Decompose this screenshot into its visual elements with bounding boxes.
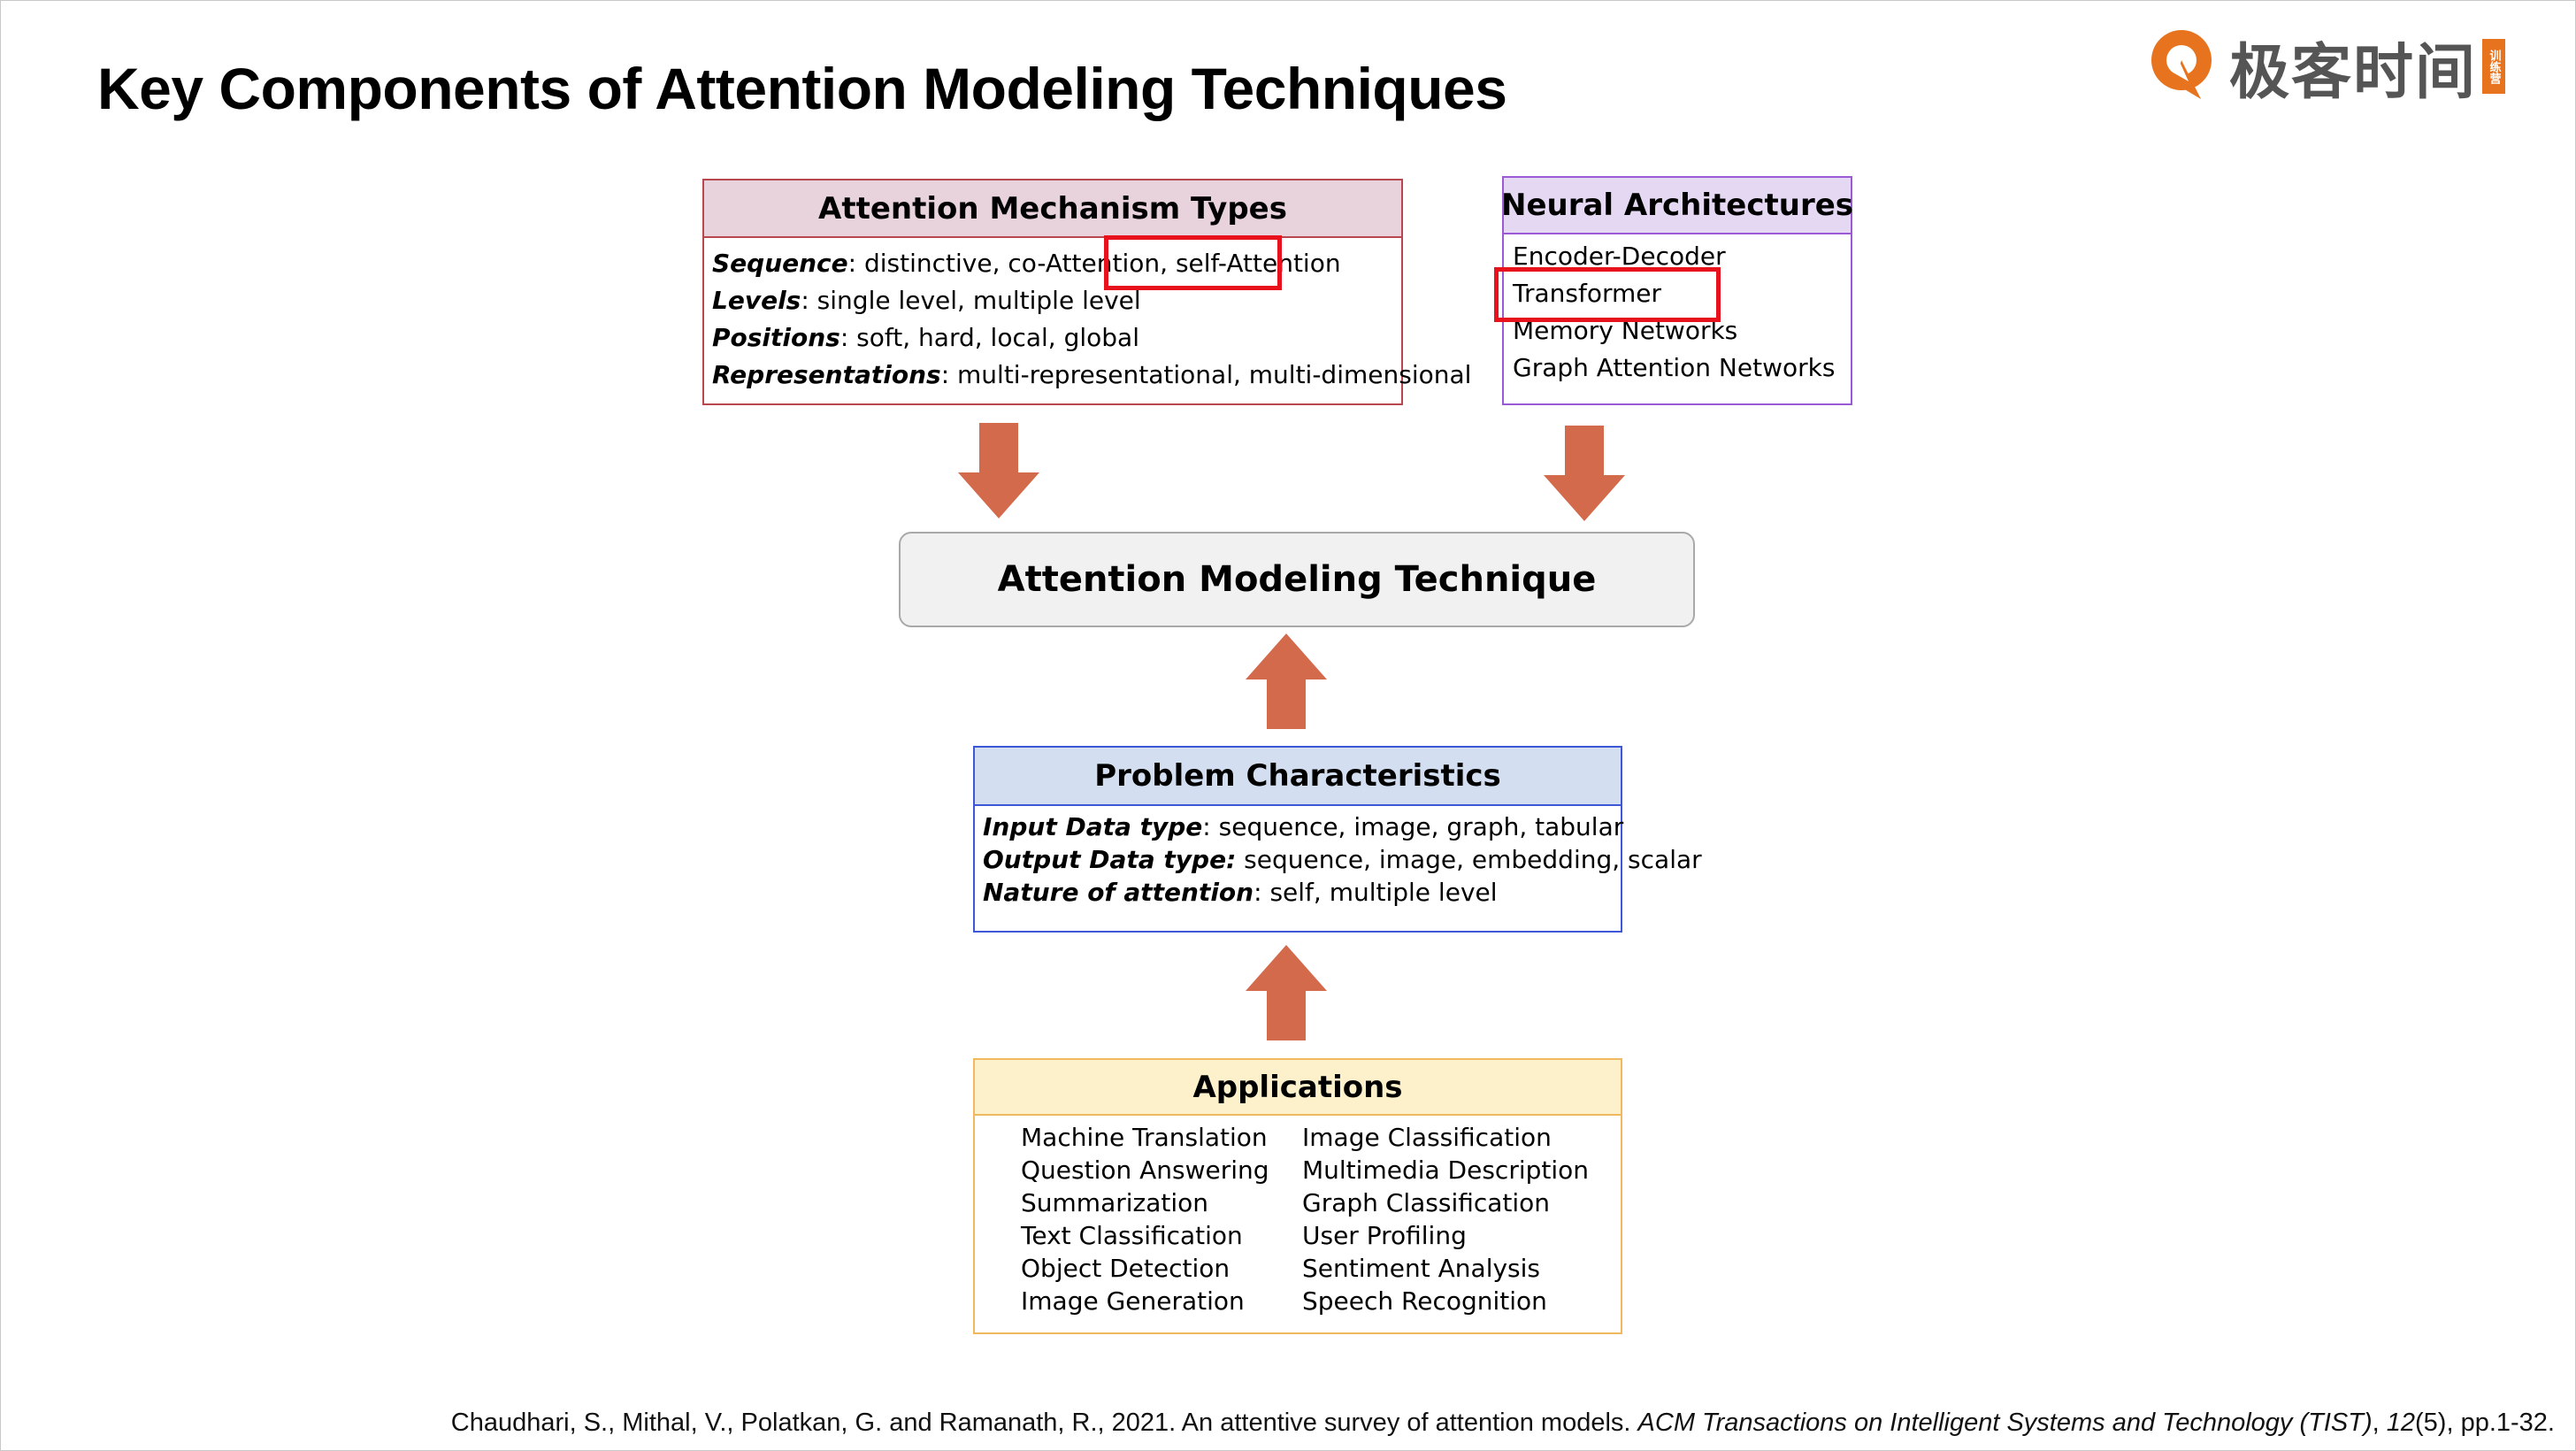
attention-mechanism-types-title: Attention Mechanism Types bbox=[704, 180, 1401, 238]
problem-row-output: Output Data type: sequence, image, embed… bbox=[983, 843, 1702, 876]
problem-desc: sequence, image, embedding, scalar bbox=[1236, 845, 1702, 874]
citation-volume: 12 bbox=[2386, 1409, 2416, 1437]
problem-row-nature: Nature of attention: self, multiple leve… bbox=[983, 876, 1621, 909]
attention-modeling-technique-box: Attention Modeling Technique bbox=[899, 532, 1695, 627]
application-item: Image Generation bbox=[1021, 1286, 1245, 1316]
citation-sep: , bbox=[2372, 1409, 2387, 1437]
mechanism-term: Sequence bbox=[712, 249, 848, 278]
application-item: Graph Classification bbox=[1302, 1188, 1551, 1217]
transformer-highlight-box bbox=[1494, 267, 1721, 322]
problem-characteristics-title: Problem Characteristics bbox=[975, 748, 1621, 806]
application-item: Machine Translation bbox=[1021, 1123, 1268, 1152]
logo-tag-text: 训练营 bbox=[2487, 49, 2501, 84]
mechanism-term: Representations bbox=[712, 360, 941, 389]
problem-term: Output Data type: bbox=[983, 845, 1237, 874]
applications-title: Applications bbox=[975, 1060, 1621, 1116]
mechanism-term: Positions bbox=[712, 323, 840, 352]
slide-title: Key Components of Attention Modeling Tec… bbox=[97, 56, 1507, 121]
application-item: Image Classification bbox=[1302, 1123, 1552, 1152]
arrow-up-applications bbox=[1246, 945, 1327, 1040]
applications-list: Machine Translation Question Answering S… bbox=[975, 1116, 1621, 1317]
applications-box: Applications Machine Translation Questio… bbox=[973, 1058, 1622, 1334]
citation: Chaudhari, S., Mithal, V., Polatkan, G. … bbox=[451, 1409, 2555, 1438]
citation-journal: ACM Transactions on Intelligent Systems … bbox=[1637, 1409, 2373, 1437]
architecture-item: Encoder-Decoder bbox=[1513, 242, 1726, 271]
citation-rest: (5), pp.1-32. bbox=[2415, 1409, 2555, 1437]
applications-right-column: Image Classification Multimedia Descript… bbox=[1302, 1121, 1590, 1317]
mechanism-row-representations: Representations: multi-representational,… bbox=[712, 357, 1471, 394]
mechanism-desc: : distinctive, co-Attention, bbox=[847, 249, 1176, 278]
application-item: Text Classification bbox=[1021, 1221, 1243, 1250]
attention-modeling-technique-label: Attention Modeling Technique bbox=[997, 559, 1597, 600]
arrow-up-problem bbox=[1246, 633, 1327, 729]
neural-architectures-box: Neural Architectures Encoder-Decoder Tra… bbox=[1501, 176, 1853, 405]
problem-characteristics-box: Problem Characteristics Input Data type:… bbox=[973, 746, 1702, 933]
citation-authors: Chaudhari, S., Mithal, V., Polatkan, G. … bbox=[450, 1409, 1638, 1437]
mechanism-desc: : single level, multiple level bbox=[801, 286, 1141, 315]
logo-tag: 训练营 bbox=[2482, 39, 2506, 94]
self-attention-highlight-box bbox=[1104, 235, 1282, 290]
mechanism-highlight-self-attention: self-Attention bbox=[1175, 249, 1341, 278]
arrow-down-neural bbox=[1544, 426, 1625, 521]
attention-mechanism-types-box: Attention Mechanism Types Sequence: dist… bbox=[702, 179, 1471, 405]
problem-desc: : self, multiple level bbox=[1254, 878, 1498, 907]
problem-desc: : sequence, image, graph, tabular bbox=[1202, 812, 1624, 841]
application-item: Multimedia Description bbox=[1302, 1155, 1590, 1185]
application-item: Object Detection bbox=[1021, 1254, 1230, 1283]
problem-term: Nature of attention bbox=[983, 878, 1254, 907]
attention-mechanism-types-list: Sequence: distinctive, co-Attention, sel… bbox=[704, 238, 1471, 394]
mechanism-desc: : soft, hard, local, global bbox=[840, 323, 1139, 352]
application-item: Sentiment Analysis bbox=[1302, 1254, 1540, 1283]
neural-architectures-title: Neural Architectures bbox=[1501, 178, 1853, 234]
application-item: Speech Recognition bbox=[1302, 1286, 1547, 1316]
application-item: Summarization bbox=[1021, 1188, 1209, 1217]
mechanism-term: Levels bbox=[712, 286, 801, 315]
application-item: Question Answering bbox=[1021, 1155, 1269, 1185]
application-item: User Profiling bbox=[1302, 1221, 1467, 1250]
applications-left-column: Machine Translation Question Answering S… bbox=[1021, 1121, 1302, 1317]
arrow-down-mechanism bbox=[958, 423, 1039, 518]
neural-architectures-list: Encoder-Decoder Transformer Memory Netwo… bbox=[1504, 234, 1851, 387]
mechanism-row-positions: Positions: soft, hard, local, global bbox=[712, 319, 1401, 357]
problem-row-input: Input Data type: sequence, image, graph,… bbox=[983, 810, 1624, 843]
architecture-item: Graph Attention Networks bbox=[1513, 353, 1836, 382]
brand-logo: 极客时间 训练营 bbox=[2148, 27, 2506, 108]
architecture-item: Transformer bbox=[1513, 279, 1662, 308]
problem-characteristics-list: Input Data type: sequence, image, graph,… bbox=[975, 806, 1702, 909]
logo-text: 极客时间 bbox=[2229, 37, 2478, 108]
problem-term: Input Data type bbox=[983, 812, 1203, 841]
mechanism-desc: : multi-representational, multi-dimensio… bbox=[940, 360, 1472, 389]
mechanism-row-sequence: Sequence: distinctive, co-Attention, sel… bbox=[712, 245, 1401, 282]
mechanism-row-levels: Levels: single level, multiple level bbox=[712, 282, 1401, 319]
geektime-logo-icon bbox=[2151, 30, 2212, 99]
